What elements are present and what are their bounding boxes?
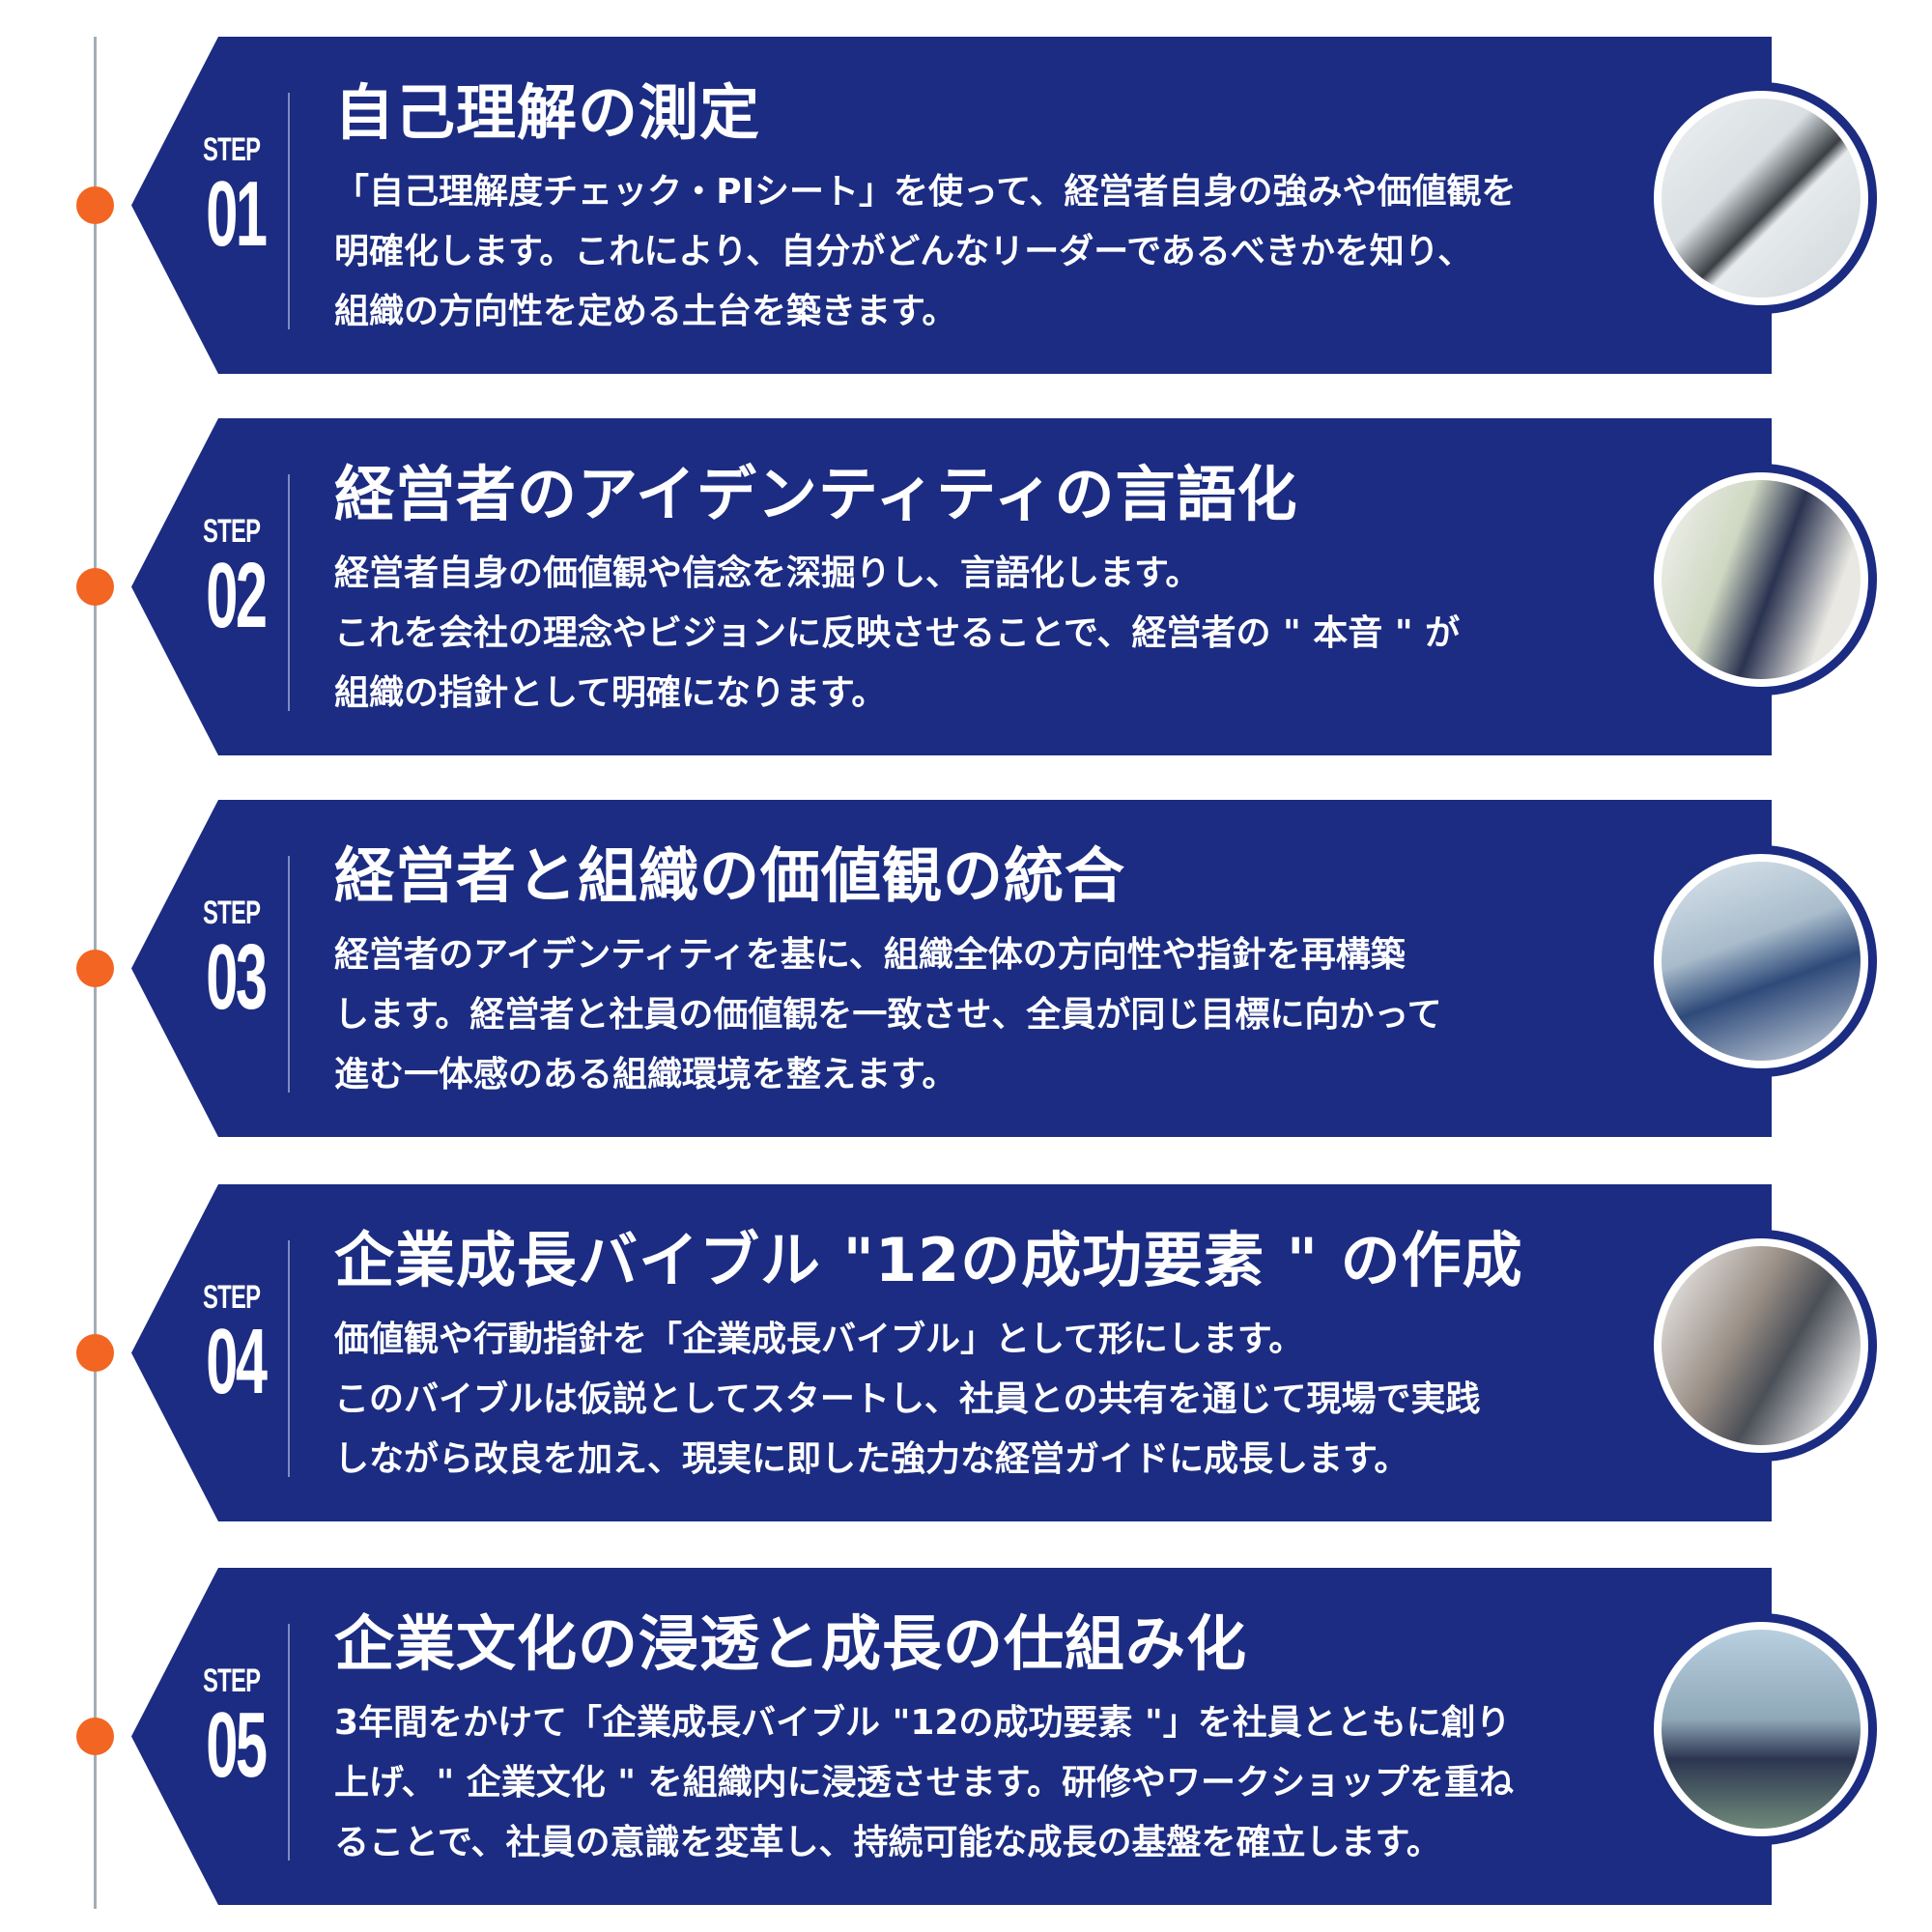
step-label: STEP 01 <box>191 133 269 261</box>
office-team-photo-icon <box>1645 845 1877 1077</box>
step-number: 02 <box>206 544 268 647</box>
step-word: STEP <box>203 1279 261 1316</box>
description-line: 「自己理解度チェック・PIシート」を使って、経営者自身の強みや価値観を <box>334 172 1517 212</box>
divider <box>288 93 290 329</box>
step-panel <box>131 37 1772 374</box>
divider <box>288 1624 290 1861</box>
step-title: 経営者と組織の価値観の統合 <box>334 840 1126 911</box>
step-panel <box>131 418 1772 755</box>
step-word: STEP <box>203 513 261 550</box>
timeline-dot <box>76 186 114 224</box>
photo-image <box>1662 1630 1861 1829</box>
timeline-dot <box>76 568 114 606</box>
description-line: 価値観や行動指針を「企業成長バイブル」として形にします。 <box>334 1320 1304 1359</box>
description-line: これを会社の理念やビジョンに反映させることで、経営者の " 本音 " が <box>334 613 1461 653</box>
step-word: STEP <box>203 131 261 168</box>
description-line: このバイブルは仮説としてスタートし、社員との共有を通じて現場で実践 <box>334 1379 1481 1419</box>
step-word: STEP <box>203 895 261 931</box>
step-title: 企業成長バイブル "12の成功要素 " の作成 <box>334 1225 1523 1295</box>
step-card: STEP 03 経営者と組織の価値観の統合 経営者のアイデンティティを基に、組織… <box>0 800 1932 1137</box>
description-line: 経営者自身の価値観や信念を深掘りし、言語化します。 <box>334 554 1201 593</box>
step-number: 04 <box>206 1310 268 1413</box>
step-title: 経営者のアイデンティティの言語化 <box>334 459 1298 529</box>
step-description: 経営者自身の価値観や信念を深掘りし、言語化します。 これを会社の理念やビジョンに… <box>334 544 1460 724</box>
photo-image <box>1662 862 1861 1061</box>
step-description: 3年間をかけて「企業成長バイブル "12の成功要素 "」を社員とともに創り 上げ… <box>334 1693 1514 1873</box>
photo-image <box>1662 1246 1861 1445</box>
step-number: 05 <box>206 1693 268 1797</box>
description-line: します。経営者と社員の価値観を一致させ、全員が同じ目標に向かって <box>334 995 1442 1035</box>
description-line: 上げ、" 企業文化 " を組織内に浸透させます。研修やワークショップを重ね <box>334 1763 1514 1803</box>
timeline-dot <box>76 1334 114 1372</box>
photo-image <box>1662 99 1861 298</box>
step-title: 企業文化の浸透と成長の仕組み化 <box>334 1608 1248 1679</box>
timeline-dot <box>76 1718 114 1755</box>
description-line: ることで、社員の意識を変革し、持続可能な成長の基盤を確立します。 <box>334 1823 1441 1862</box>
photo-image <box>1662 480 1861 679</box>
timeline-dot <box>76 950 114 987</box>
step-description: 経営者のアイデンティティを基に、組織全体の方向性や指針を再構築 します。経営者と… <box>334 925 1442 1105</box>
description-line: 経営者のアイデンティティを基に、組織全体の方向性や指針を再構築 <box>334 935 1406 975</box>
step-card: STEP 02 経営者のアイデンティティの言語化 経営者自身の価値観や信念を深掘… <box>0 418 1932 755</box>
businessman-laptop-photo-icon <box>1645 1230 1877 1462</box>
step-word: STEP <box>203 1662 261 1699</box>
divider <box>288 1240 290 1477</box>
description-line: 3年間をかけて「企業成長バイブル "12の成功要素 "」を社員とともに創り <box>334 1703 1511 1743</box>
executive-meeting-photo-icon <box>1645 464 1877 696</box>
divider <box>288 856 290 1093</box>
step-label: STEP 05 <box>191 1664 269 1792</box>
description-line: 組織の指針として明確になります。 <box>334 673 887 713</box>
step-card: STEP 01 自己理解の測定 「自己理解度チェック・PIシート」を使って、経営… <box>0 37 1932 374</box>
divider <box>288 474 290 711</box>
step-label: STEP 02 <box>191 515 269 642</box>
tablet-photo-icon <box>1645 82 1877 314</box>
step-number: 01 <box>206 162 268 266</box>
step-panel <box>131 1568 1772 1905</box>
step-label: STEP 04 <box>191 1281 269 1408</box>
step-card: STEP 05 企業文化の浸透と成長の仕組み化 3年間をかけて「企業成長バイブル… <box>0 1568 1932 1905</box>
business-group-photo-icon <box>1645 1613 1877 1845</box>
description-line: 組織の方向性を定める土台を築きます。 <box>334 292 957 331</box>
description-line: 明確化します。これにより、自分がどんなリーダーであるべきかを知り、 <box>334 232 1473 271</box>
step-number: 03 <box>206 925 268 1029</box>
step-label: STEP 03 <box>191 896 269 1024</box>
step-description: 「自己理解度チェック・PIシート」を使って、経営者自身の強みや価値観を 明確化し… <box>334 162 1516 342</box>
step-panel <box>131 800 1772 1137</box>
step-title: 自己理解の測定 <box>334 77 761 148</box>
step-description: 価値観や行動指針を「企業成長バイブル」として形にします。 このバイブルは仮説とし… <box>334 1310 1481 1490</box>
description-line: 進む一体感のある組織環境を整えます。 <box>334 1055 957 1094</box>
description-line: しながら改良を加え、現実に即した強力な経営ガイドに成長します。 <box>334 1439 1409 1479</box>
step-card: STEP 04 企業成長バイブル "12の成功要素 " の作成 価値観や行動指針… <box>0 1184 1932 1521</box>
step-panel <box>131 1184 1772 1521</box>
